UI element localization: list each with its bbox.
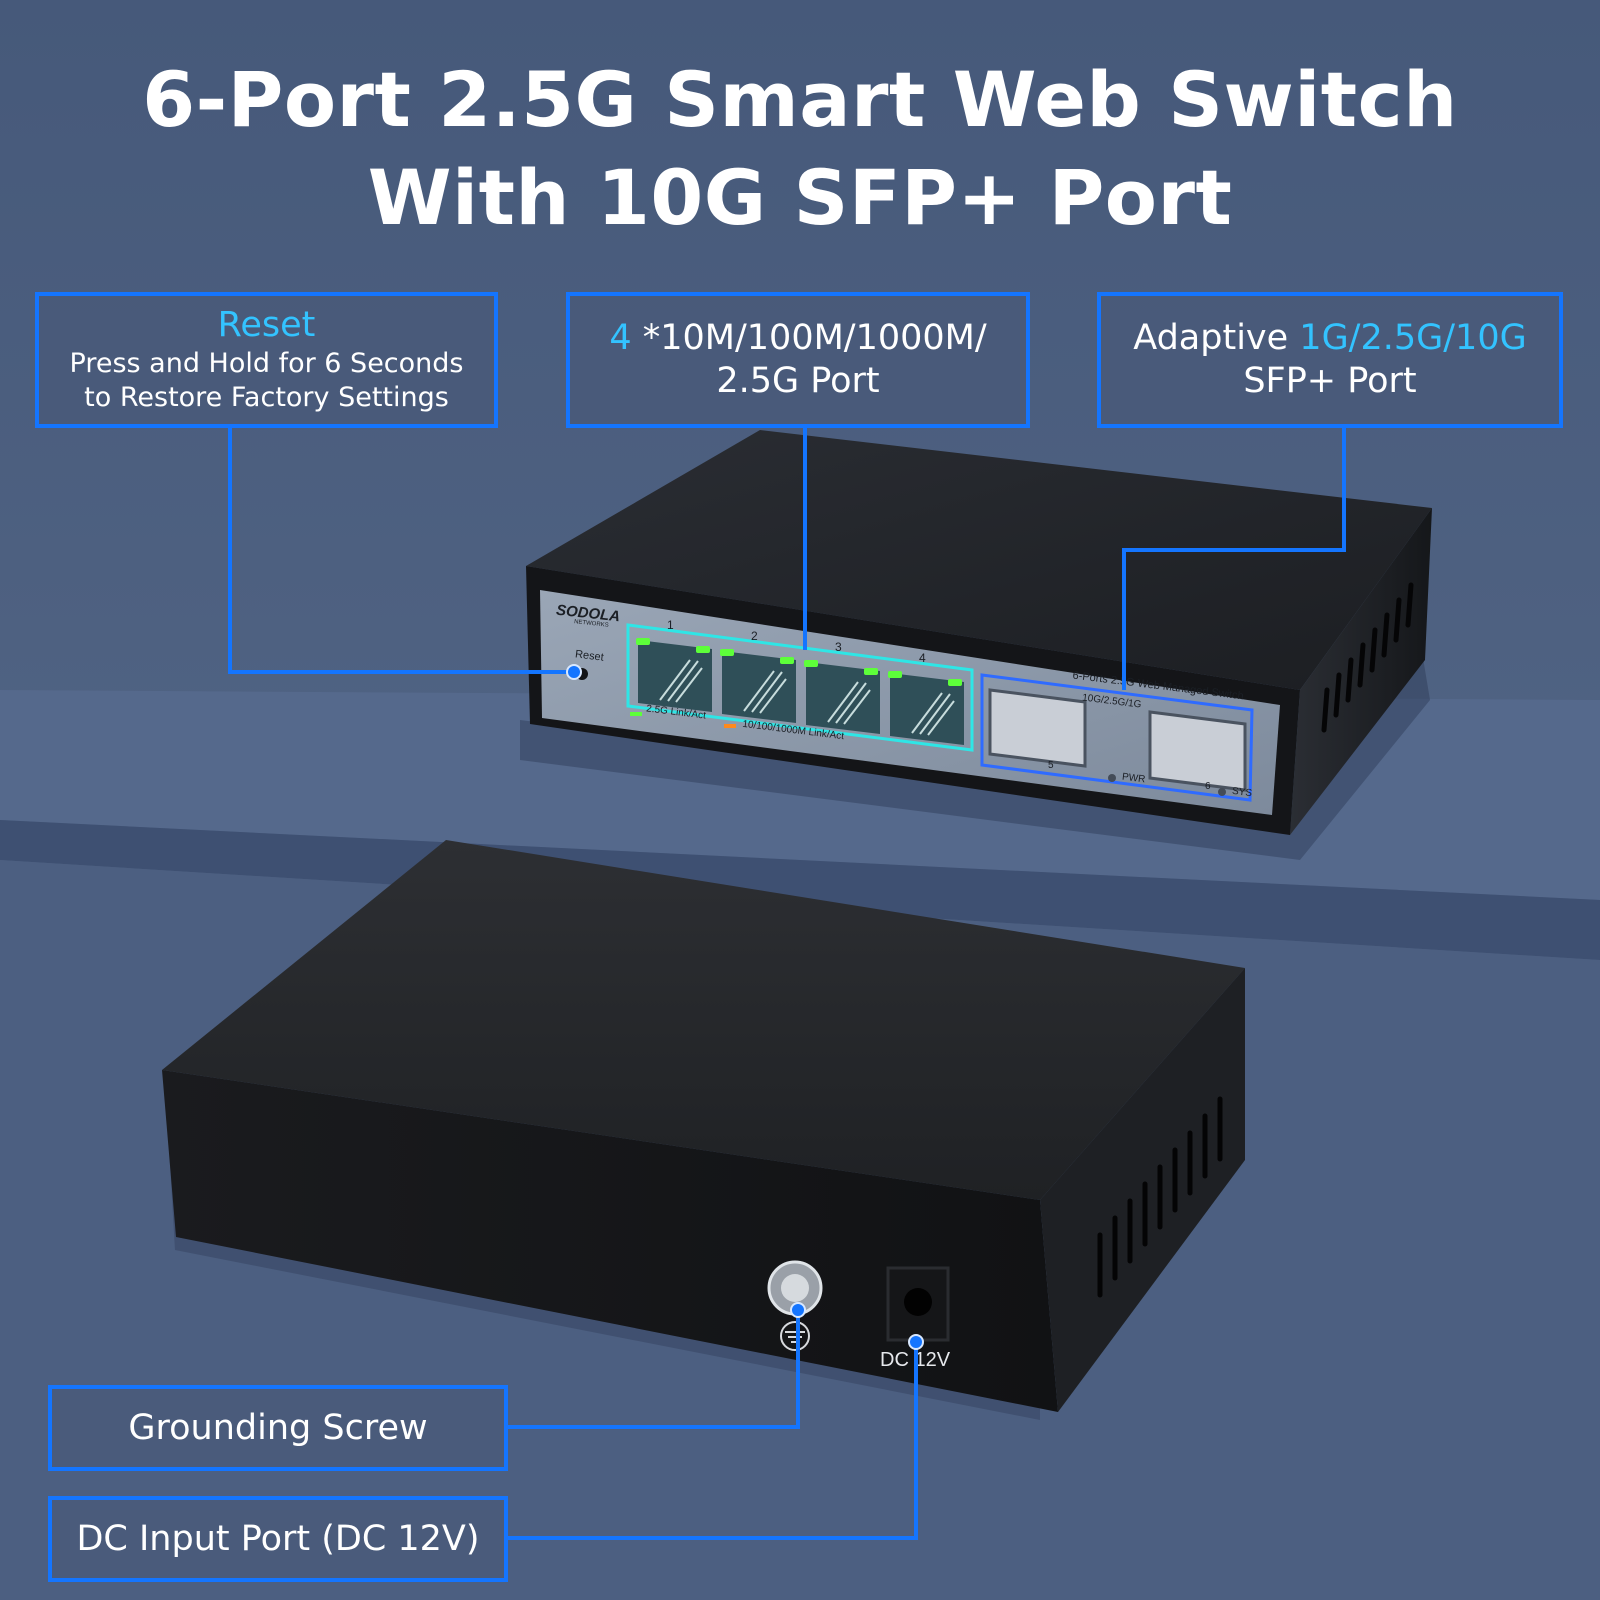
legend-led-green bbox=[630, 712, 642, 716]
sfp-port-number-5: 5 bbox=[1048, 760, 1054, 771]
pwr-led bbox=[1108, 774, 1116, 782]
page-title-line1: 6-Port 2.5G Smart Web Switch bbox=[142, 55, 1458, 144]
grounding-wire-vertical bbox=[796, 1310, 800, 1429]
sfp-callout: Adaptive 1G/2.5G/10G SFP+ Port bbox=[1097, 292, 1563, 428]
upper-shelf-front bbox=[0, 820, 1600, 960]
led-port-2-a bbox=[720, 649, 734, 656]
sfp-callout-line2: SFP+ Port bbox=[1243, 361, 1417, 401]
dc-wire-vertical bbox=[914, 1346, 918, 1540]
rj45-port-3 bbox=[806, 662, 880, 734]
dc-jack-hole bbox=[904, 1288, 932, 1316]
rj45-port-2 bbox=[722, 651, 796, 723]
rj45-callout-line1: 4 *10M/100M/1000M/ bbox=[570, 317, 1026, 360]
sfp-wire-drop bbox=[1122, 548, 1126, 690]
back-switch-top bbox=[162, 840, 1245, 1200]
dc-wire-horizontal bbox=[504, 1536, 918, 1540]
sfp-callout-prefix: Adaptive bbox=[1133, 318, 1300, 359]
rj45-wire bbox=[803, 424, 807, 650]
grounding-wire-horizontal bbox=[504, 1425, 800, 1429]
sys-label: SYS bbox=[1231, 785, 1253, 800]
port-number-3: 3 bbox=[835, 640, 842, 654]
led-port-4-a bbox=[888, 671, 902, 678]
port-number-1: 1 bbox=[667, 618, 674, 632]
rj45-contacts bbox=[659, 659, 955, 736]
led-port-1-a bbox=[636, 638, 650, 645]
back-side-vents bbox=[1097, 1096, 1223, 1298]
rj45-callout-speeds: *10M/100M/1000M/ bbox=[631, 318, 987, 359]
dc-input-callout-label: DC Input Port (DC 12V) bbox=[76, 1518, 480, 1559]
page-title-line2: With 10G SFP+ Port bbox=[367, 153, 1233, 242]
led-port-3-a bbox=[804, 660, 818, 667]
rj45-highlight-frame bbox=[626, 623, 974, 752]
rj45-callout-count: 4 bbox=[609, 318, 632, 359]
rj45-port-4 bbox=[890, 673, 964, 745]
sfp-wire-horizontal bbox=[1122, 548, 1346, 552]
reset-callout-heading: Reset bbox=[217, 305, 316, 346]
grounding-screw-head bbox=[781, 1274, 809, 1302]
dc-input-callout: DC Input Port (DC 12V) bbox=[48, 1496, 508, 1582]
sfp-wire-vertical bbox=[1342, 424, 1346, 552]
grounding-callout-label: Grounding Screw bbox=[128, 1407, 428, 1448]
sfp-port-6 bbox=[1148, 710, 1247, 792]
front-switch-top bbox=[526, 430, 1432, 690]
sys-led bbox=[1218, 788, 1226, 796]
port-number-2: 2 bbox=[751, 629, 758, 643]
rj45-callout: 4 *10M/100M/1000M/ 2.5G Port bbox=[566, 292, 1030, 428]
port-leds bbox=[630, 638, 962, 728]
grounding-callout: Grounding Screw bbox=[48, 1385, 508, 1471]
back-switch-rear-face bbox=[162, 1070, 1058, 1412]
led-port-4-b bbox=[948, 679, 962, 686]
reset-wire-horizontal bbox=[228, 670, 574, 674]
rj45-ports bbox=[638, 640, 964, 745]
sfp-callout-speeds: 1G/2.5G/10G bbox=[1299, 318, 1527, 359]
sfp-port-number-6: 6 bbox=[1205, 781, 1211, 792]
led-port-1-b bbox=[696, 646, 710, 653]
ground-symbol-icon bbox=[780, 1321, 810, 1351]
sfp-port-5 bbox=[988, 688, 1087, 768]
sfp-callout-line1: Adaptive 1G/2.5G/10G bbox=[1101, 317, 1559, 360]
reset-callout: Reset Press and Hold for 6 Seconds to Re… bbox=[35, 292, 498, 428]
led-port-2-b bbox=[780, 657, 794, 664]
reset-callout-line2: to Restore Factory Settings bbox=[84, 382, 449, 414]
sfp-highlight-frame bbox=[980, 673, 1254, 802]
rj45-callout-line2: 2.5G Port bbox=[716, 361, 880, 401]
port-number-4: 4 bbox=[919, 651, 926, 665]
led-port-3-b bbox=[864, 668, 878, 675]
grounding-pointer-dot bbox=[790, 1302, 806, 1318]
dc-pointer-dot bbox=[908, 1334, 924, 1350]
reset-wire-vertical bbox=[228, 424, 232, 674]
side-vents bbox=[1321, 582, 1414, 733]
reset-callout-line1: Press and Hold for 6 Seconds bbox=[69, 347, 464, 379]
legend-led-orange bbox=[724, 724, 736, 728]
reset-pointer-dot bbox=[566, 664, 582, 680]
rj45-port-1 bbox=[638, 640, 712, 712]
